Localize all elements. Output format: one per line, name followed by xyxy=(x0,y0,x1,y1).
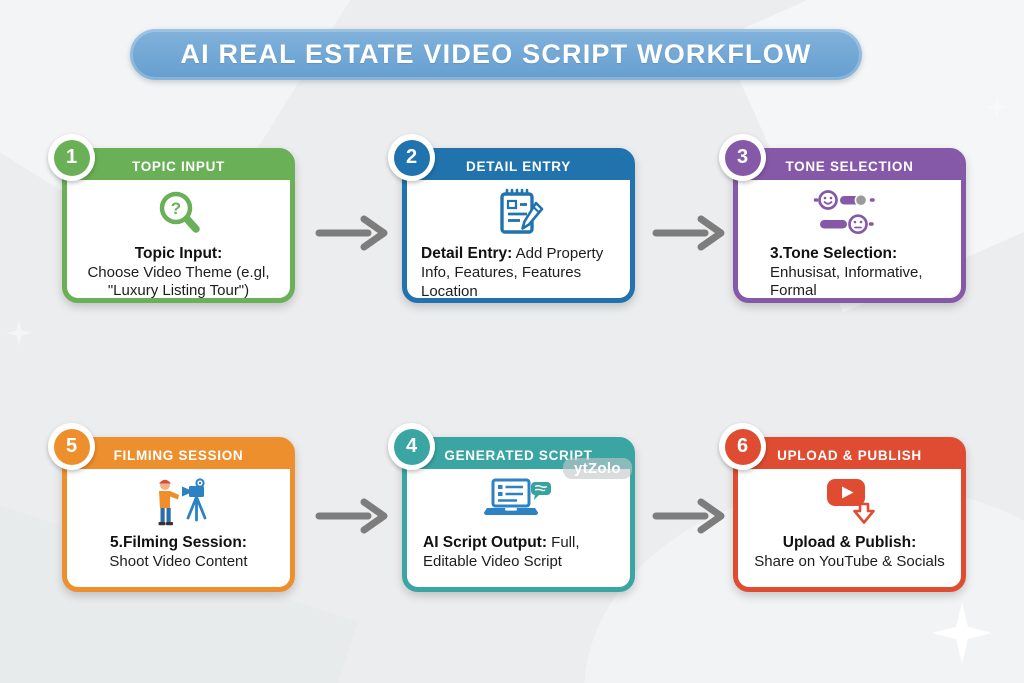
step-title: Topic Input: xyxy=(134,245,223,262)
arrow-right-icon xyxy=(652,215,725,251)
step-title: Detail Entry: xyxy=(421,245,513,262)
step-body: Share on YouTube & Socials xyxy=(754,552,945,570)
step-number-badge: 4 xyxy=(388,423,435,470)
step-header: DETAIL ENTRY xyxy=(407,153,630,180)
notepad-pencil-icon xyxy=(499,188,543,234)
step-number: 2 xyxy=(393,139,430,176)
step-number: 1 xyxy=(53,139,90,176)
sparkle-icon xyxy=(932,602,992,664)
step-number: 5 xyxy=(53,428,90,465)
step-number: 3 xyxy=(724,139,761,176)
step-card-topic-input: 1 TOPIC INPUT ? Topic Input:Choose Video… xyxy=(48,134,295,303)
step-number-badge: 3 xyxy=(719,134,766,181)
step-title: 3.Tone Selection: xyxy=(770,245,898,262)
watermark-badge: ytZolo xyxy=(563,458,632,479)
laptop-script-icon xyxy=(483,478,551,515)
arrow-right-icon xyxy=(315,498,388,534)
svg-text:?: ? xyxy=(170,199,180,218)
step-title: AI Script Output: xyxy=(423,534,547,551)
step-number-badge: 5 xyxy=(48,423,95,470)
step-icon-wrap xyxy=(407,472,630,532)
step-icon-wrap xyxy=(67,472,290,532)
step-body: Full, Editable Video Script xyxy=(423,534,580,570)
step-description: Upload & Publish:Share on YouTube & Soci… xyxy=(748,533,951,571)
step-header: TONE SELECTION xyxy=(738,153,961,180)
step-body: Shoot Video Content xyxy=(109,552,248,570)
step-description: 3.Tone Selection:Enhusisat, Informative,… xyxy=(770,244,953,301)
step-number: 6 xyxy=(724,428,761,465)
step-header: FILMING SESSION xyxy=(67,442,290,469)
step-card-upload-publish: 6 UPLOAD & PUBLISH Upload & Publish:Shar… xyxy=(719,423,966,592)
step-body: Add Property Info, Features, Features Lo… xyxy=(421,245,604,300)
filming-person-camera-icon xyxy=(158,478,206,526)
step-icon-wrap xyxy=(407,183,630,243)
youtube-upload-icon xyxy=(826,479,875,524)
sparkle-icon xyxy=(6,320,32,346)
sparkle-icon xyxy=(986,96,1008,118)
step-description: Topic Input:Choose Video Theme (e.gl, "L… xyxy=(80,244,278,301)
step-description: AI Script Output: Full, Editable Video S… xyxy=(423,533,618,572)
step-body: Enhusisat, Informative, Formal xyxy=(770,263,923,300)
step-number: 4 xyxy=(393,428,430,465)
step-card-filming-session: 5 FILMING SESSION 5.Filming Session:S xyxy=(48,423,295,592)
step-header: UPLOAD & PUBLISH xyxy=(738,442,961,469)
step-icon-wrap xyxy=(738,183,961,243)
step-body: Choose Video Theme (e.gl, "Luxury Listin… xyxy=(87,263,270,300)
step-card-generated-script: 4 GENERATED SCRIPT AI Script Output: Ful… xyxy=(388,423,635,592)
step-card-detail-entry: 2 DETAIL ENTRY Detail Entry: Add Propert… xyxy=(388,134,635,303)
step-description: 5.Filming Session:Shoot Video Content xyxy=(77,533,280,571)
step-title: Upload & Publish: xyxy=(782,534,917,551)
step-number-badge: 1 xyxy=(48,134,95,181)
step-number-badge: 2 xyxy=(388,134,435,181)
step-icon-wrap xyxy=(738,472,961,532)
step-title: 5.Filming Session: xyxy=(110,534,247,551)
magnifier-question-icon: ? xyxy=(159,191,200,233)
workflow-title: AI REAL ESTATE VIDEO SCRIPT WORKFLOW xyxy=(130,29,862,80)
step-description: Detail Entry: Add Property Info, Feature… xyxy=(421,244,618,302)
tone-sliders-icon xyxy=(813,190,875,235)
arrow-right-icon xyxy=(315,215,388,251)
step-card-tone-selection: 3 TONE SELECTION 3.Tone Selection:Enh xyxy=(719,134,966,303)
step-header: TOPIC INPUT xyxy=(67,153,290,180)
step-icon-wrap: ? xyxy=(67,183,290,243)
step-number-badge: 6 xyxy=(719,423,766,470)
arrow-right-icon xyxy=(652,498,725,534)
